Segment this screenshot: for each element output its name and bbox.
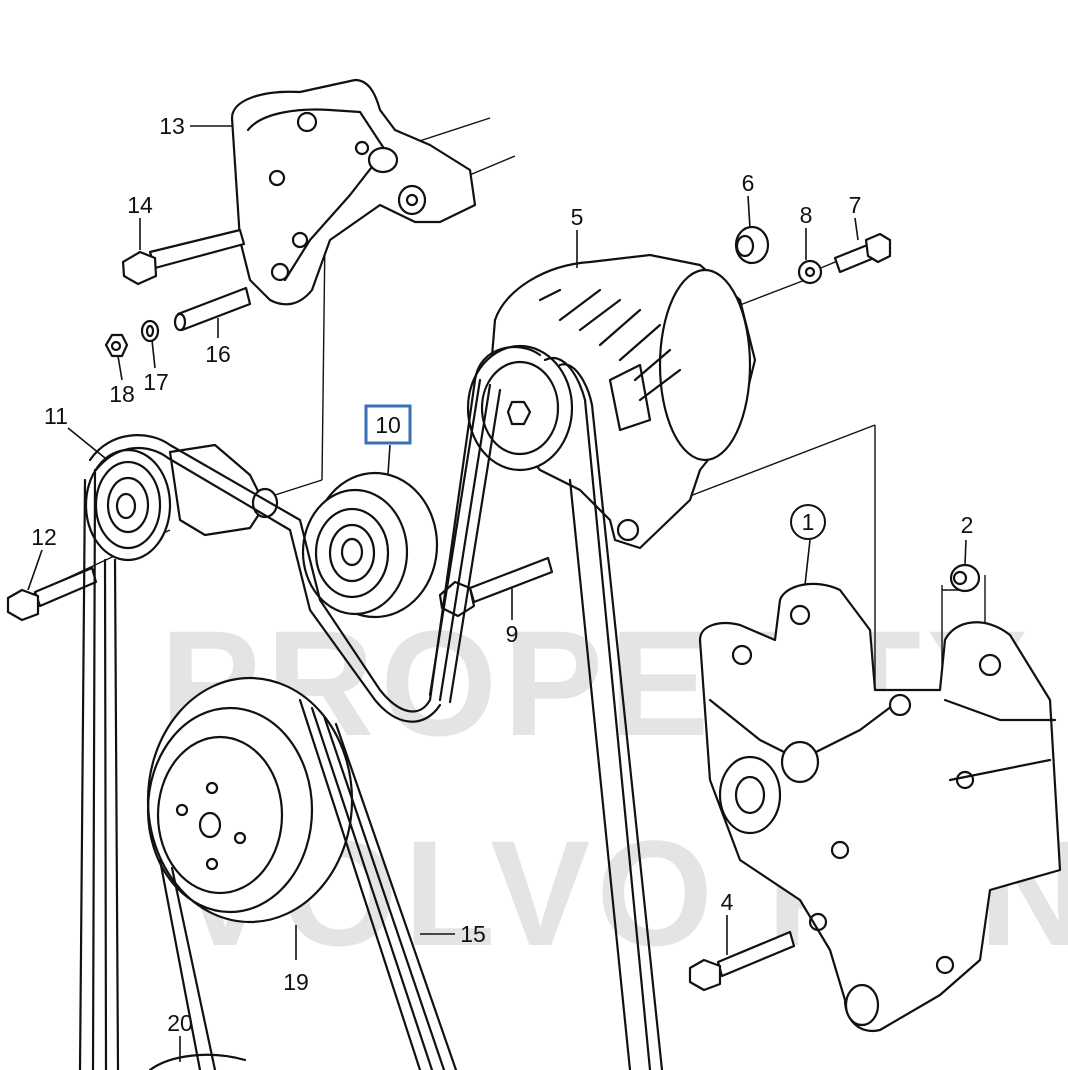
label-19: 19 (283, 969, 309, 995)
alternator-5 (466, 253, 757, 550)
label-14: 14 (127, 192, 153, 218)
drive-belts (78, 345, 664, 1070)
label-13: 13 (159, 113, 185, 139)
label-8: 8 (800, 202, 813, 228)
label-16: 16 (205, 341, 231, 367)
label-11: 11 (44, 403, 68, 429)
bolt-12 (6, 566, 98, 622)
crankshaft-pulley-19 (146, 676, 354, 924)
mounting-bracket-13 (230, 78, 477, 306)
label-18: 18 (109, 381, 135, 407)
bolt-4 (688, 930, 796, 992)
washer-17 (140, 319, 160, 343)
label-12: 12 (31, 524, 57, 550)
idler-pulley-10 (301, 471, 439, 619)
part-labels: 1 2 4 5 6 7 8 9 10 11 12 13 14 15 16 17 … (31, 113, 973, 1036)
nut-18 (104, 333, 129, 358)
label-2: 2 (961, 512, 974, 538)
label-4: 4 (721, 889, 734, 915)
washer-6 (734, 225, 770, 265)
label-15: 15 (460, 921, 486, 947)
label-5: 5 (571, 204, 584, 230)
stud-16 (173, 286, 252, 332)
bushing-2 (949, 563, 981, 593)
label-20: 20 (167, 1010, 193, 1036)
pulley-20 (148, 1053, 247, 1070)
label-9: 9 (506, 621, 519, 647)
label-6: 6 (742, 170, 755, 196)
callout-circle-1 (790, 504, 826, 540)
belt-tensioner-11 (84, 443, 279, 562)
bolt-14 (121, 228, 246, 286)
label-1: 1 (802, 509, 815, 535)
label-7: 7 (849, 192, 862, 218)
lock-washer-8 (797, 259, 823, 285)
callout-box-10 (364, 404, 412, 445)
bolt-7 (833, 232, 892, 274)
label-10: 10 (375, 412, 401, 438)
leader-lines (27, 125, 967, 1062)
label-17: 17 (143, 369, 169, 395)
alternator-bracket-1 (698, 582, 1062, 1033)
